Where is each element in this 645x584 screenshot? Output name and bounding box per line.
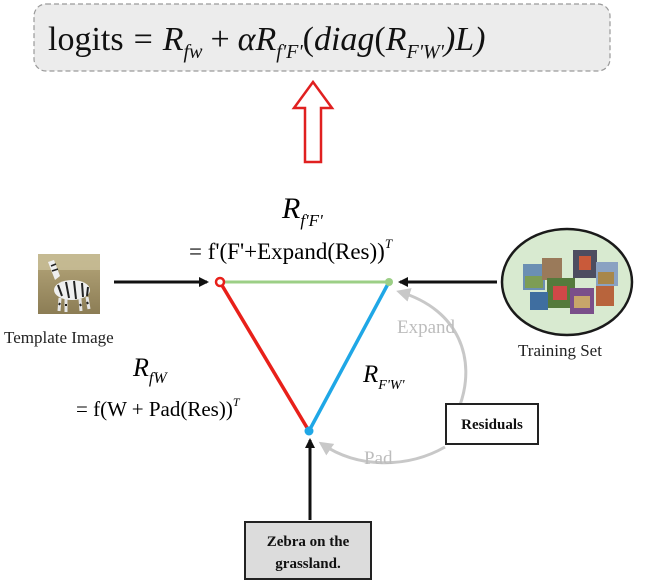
top-eq-line: = f'(F'+Expand(Res)) — [189, 239, 385, 264]
top-eq-sub: f'F' — [300, 211, 323, 230]
logits-formula: logits=Rfw+αRf'F'(diag(RF'W')L) — [33, 3, 611, 72]
formula-r3: R — [385, 21, 407, 58]
left-eq-line: = f(W + Pad(Res)) — [76, 397, 233, 421]
right-eq-symbol: R — [362, 361, 378, 388]
formula-r2-sub: f'F' — [276, 41, 303, 63]
text-prompt-line2: grassland. — [275, 556, 341, 572]
edge-template-text — [218, 281, 311, 432]
svg-text:logits=Rfw+αRf'F'(diag(RF'W')L: logits=Rfw+αRf'F'(diag(RF'W')L) — [48, 21, 486, 63]
formula-close: )L) — [442, 21, 486, 58]
svg-text:Rf'F': Rf'F' — [281, 192, 323, 230]
formula-r1: R — [162, 21, 184, 58]
residuals-label: Residuals — [461, 417, 523, 433]
left-eq-symbol: R — [132, 353, 149, 382]
vertex-text — [304, 426, 314, 436]
formula-r2: R — [255, 21, 277, 58]
edge-train-text — [307, 281, 391, 432]
formula-plus: + — [210, 21, 229, 58]
training-set-label: Training Set — [518, 341, 602, 360]
formula-alpha: α — [238, 21, 257, 58]
left-eq-sub: fW — [149, 370, 168, 387]
text-prompt-box: Zebra on the grassland. — [244, 521, 372, 580]
top-eq-sup: T — [385, 236, 393, 251]
left-equation: RfW = f(W + Pad(Res))T — [76, 353, 241, 421]
formula-open: ( — [303, 21, 314, 58]
expand-label: Expand — [397, 317, 456, 338]
formula-equals: = — [134, 21, 153, 58]
svg-text:= f(W + Pad(Res))T: = f(W + Pad(Res))T — [76, 395, 241, 421]
svg-text:RfW: RfW — [132, 353, 168, 387]
template-image-label: Template Image — [4, 328, 114, 347]
up-arrow-icon — [291, 79, 335, 164]
pad-label: Pad — [364, 448, 393, 469]
formula-lhs: logits — [48, 21, 124, 58]
residuals-box: Residuals — [445, 403, 539, 445]
formula-r1-sub: fw — [184, 41, 204, 63]
right-equation: RF'W' — [362, 361, 405, 393]
pad-arrow — [318, 441, 446, 465]
top-equation: Rf'F' = f'(F'+Expand(Res))T — [189, 192, 393, 264]
vertex-train — [385, 278, 393, 286]
zebra-image — [38, 254, 100, 314]
formula-open2: ( — [374, 21, 385, 58]
expand-arrow — [396, 288, 468, 406]
top-eq-symbol: R — [281, 192, 300, 225]
training-set-image — [500, 227, 634, 337]
formula-diag: diag — [314, 21, 374, 58]
text-prompt-line1: Zebra on the — [267, 534, 350, 550]
left-eq-sup: T — [233, 395, 241, 409]
formula-r3-sub: F'W' — [406, 41, 445, 63]
right-eq-sub: F'W' — [377, 378, 405, 393]
svg-text:= f'(F'+Expand(Res))T: = f'(F'+Expand(Res))T — [189, 236, 393, 264]
vertex-template — [214, 276, 226, 288]
